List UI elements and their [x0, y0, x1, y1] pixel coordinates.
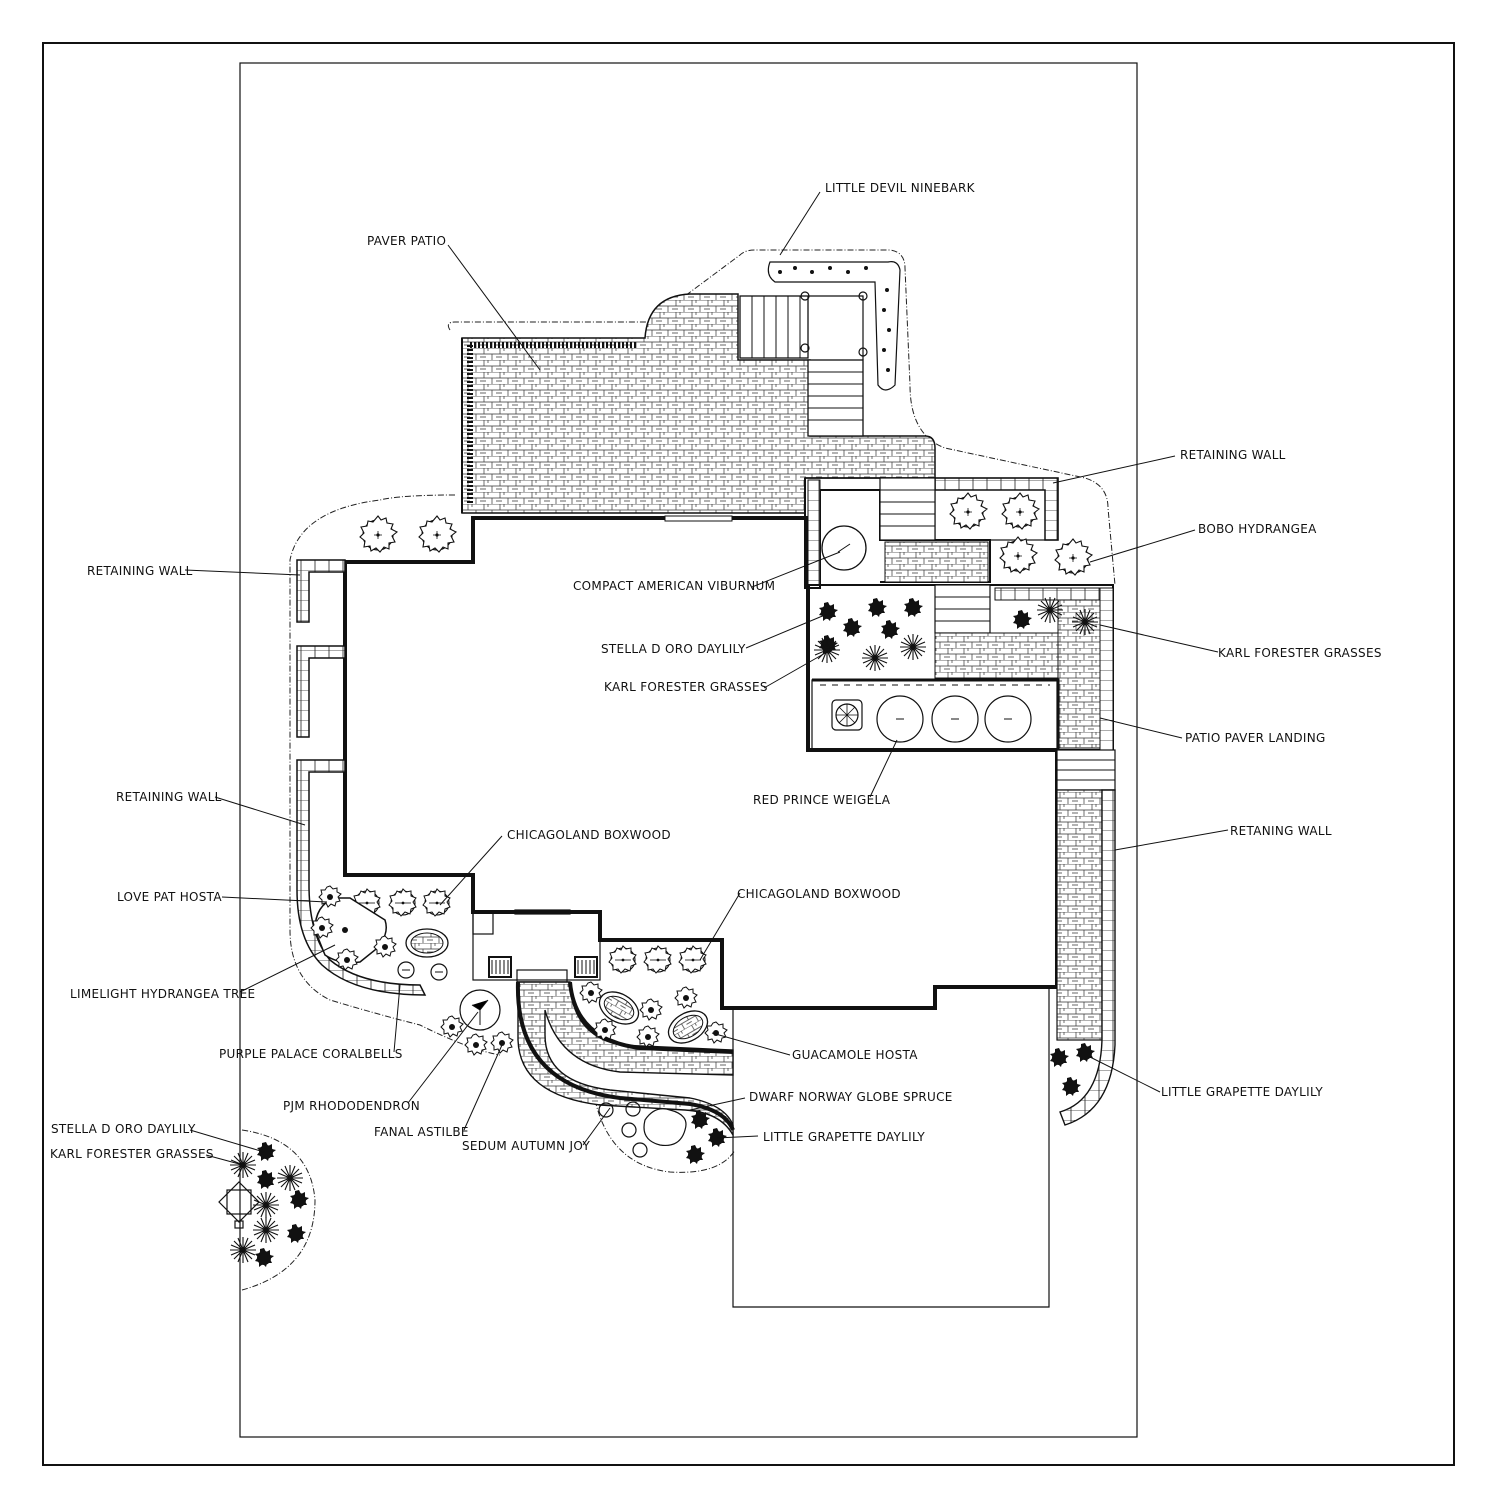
- label-dwarf-norway-globe-spruce: DWARF NORWAY GLOBE SPRUCE: [749, 1090, 953, 1104]
- label-patio-paver-landing: PATIO PAVER LANDING: [1185, 731, 1326, 745]
- driveway: [732, 987, 1050, 1308]
- boxwood-icon: [678, 945, 707, 974]
- coralbells-symbols: [397, 961, 448, 981]
- boxwood-icon: [608, 945, 637, 974]
- label-retaining-wall-ne: RETAINING WALL: [1180, 448, 1286, 462]
- bobo-hydrangea-icon: [1001, 492, 1040, 530]
- label-stella-doro-daylily-c: STELLA D ORO DAYLILY: [601, 642, 746, 656]
- label-compact-american-viburnum: COMPACT AMERICAN VIBURNUM: [573, 579, 775, 593]
- urn-symbol: [831, 699, 863, 731]
- label-purple-palace-coralbells: PURPLE PALACE CORALBELLS: [219, 1047, 403, 1061]
- bobo-hydrangea-icon: [1054, 538, 1093, 576]
- label-pjm-rhododendron: PJM RHODODENDRON: [283, 1099, 420, 1113]
- boxwood-icon: [388, 888, 417, 917]
- shrub-icon: [418, 515, 457, 553]
- patio-door: [664, 515, 733, 522]
- label-karl-forester-grasses-c: KARL FORESTER GRASSES: [604, 680, 768, 694]
- plan-labels: LITTLE DEVIL NINEBARK PAVER PATIO RETAIN…: [50, 181, 1382, 1161]
- ninebark-bed: [767, 261, 901, 391]
- south-curved-walk: [515, 981, 735, 1138]
- love-pat-hosta-icon: [405, 928, 449, 958]
- boxwood-icon: [643, 945, 672, 974]
- label-bobo-hydrangea: BOBO HYDRANGEA: [1198, 522, 1317, 536]
- label-chicagoland-boxwood-2: CHICAGOLAND BOXWOOD: [737, 887, 901, 901]
- planting-bed-outline-sw: [241, 1129, 316, 1291]
- label-sedum-autumn-joy: SEDUM AUTUMN JOY: [462, 1139, 590, 1153]
- label-paver-patio: PAVER PATIO: [367, 234, 446, 248]
- east-wing-hardscape: [804, 477, 1116, 1126]
- label-chicagoland-boxwood-1: CHICAGOLAND BOXWOOD: [507, 828, 671, 842]
- label-karl-forester-grasses-e: KARL FORESTER GRASSES: [1218, 646, 1382, 660]
- planting-bed-outline-south: [594, 1099, 736, 1173]
- label-stella-doro-daylily-sw: STELLA D ORO DAYLILY: [51, 1122, 196, 1136]
- label-little-grapette-daylily-s: LITTLE GRAPETTE DAYLILY: [763, 1130, 925, 1144]
- east-grapette-daylilies: [1050, 1043, 1095, 1096]
- boxwood-icon: [422, 888, 451, 917]
- leader-lines: [184, 191, 1229, 1166]
- property-line: [239, 62, 1138, 1438]
- retaining-wall-west: [296, 559, 427, 996]
- shrub-icon: [359, 515, 398, 553]
- label-fanal-astilbe: FANAL ASTILBE: [374, 1125, 469, 1139]
- label-little-devil-ninebark: LITTLE DEVIL NINEBARK: [825, 181, 976, 195]
- label-little-grapette-daylily-e: LITTLE GRAPETTE DAYLILY: [1161, 1085, 1323, 1099]
- red-prince-weigela-symbols: [876, 695, 1032, 743]
- label-retaining-wall-e: RETANING WALL: [1230, 824, 1332, 838]
- label-red-prince-weigela: RED PRINCE WEIGELA: [753, 793, 891, 807]
- label-retaining-wall-w2: RETAINING WALL: [116, 790, 222, 804]
- southwest-bed-plants: [218, 1142, 309, 1267]
- bobo-hydrangea-icon: [949, 492, 988, 530]
- label-love-pat-hosta: LOVE PAT HOSTA: [117, 890, 222, 904]
- steps-north: [739, 291, 868, 437]
- south-bed-plants: [440, 981, 728, 1164]
- label-karl-forester-grasses-sw: KARL FORESTER GRASSES: [50, 1147, 214, 1161]
- label-guacamole-hosta: GUACAMOLE HOSTA: [792, 1048, 918, 1062]
- planting-bed-outline-west: [289, 494, 501, 1056]
- label-limelight-hydrangea-tree: LIMELIGHT HYDRANGEA TREE: [70, 987, 255, 1001]
- compact-american-viburnum-symbol: [821, 525, 867, 571]
- paver-patio-north: [461, 293, 936, 514]
- stoop: [472, 909, 601, 983]
- sheet-border: [42, 42, 1455, 1466]
- ninebark-dots: [778, 266, 891, 372]
- planting-bed-outline: [447, 249, 1116, 586]
- label-retaining-wall-w1: RETAINING WALL: [87, 564, 193, 578]
- bobo-hydrangea-icon: [999, 536, 1038, 574]
